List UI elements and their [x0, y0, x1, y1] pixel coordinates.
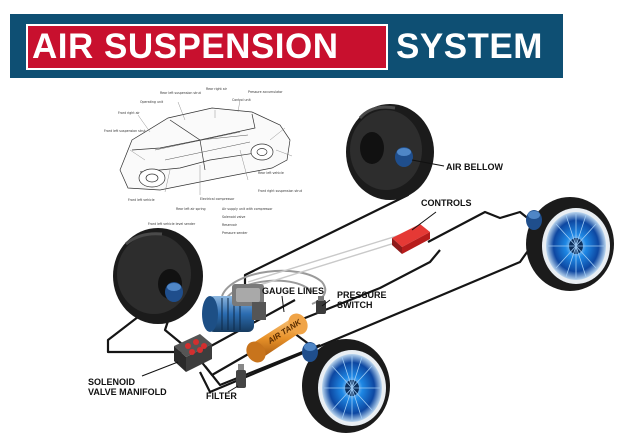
svg-text:Rear left air spring: Rear left air spring [176, 207, 206, 211]
car-callout-text: Rear right air Pressure accumulator Rear… [104, 87, 303, 235]
front-left-wheel [113, 228, 203, 324]
rear-right-wheel [526, 197, 614, 291]
rear-right-air-bellow [526, 210, 542, 230]
svg-text:Air supply unit with compresso: Air supply unit with compressor [222, 207, 273, 211]
svg-text:Front right suspension strut: Front right suspension strut [258, 189, 303, 193]
svg-text:Front left vehicle level sende: Front left vehicle level sender [148, 222, 196, 226]
svg-text:Pressure accumulator: Pressure accumulator [248, 90, 283, 94]
label-leader-lines [141, 159, 445, 393]
switch-label: SWITCH [337, 300, 373, 310]
air-bellow-label: AIR BELLOW [446, 162, 503, 172]
electrical-wires [247, 234, 401, 289]
title-part-2: SYSTEM [396, 27, 543, 66]
solenoid-valve-manifold [174, 334, 212, 372]
pressure-switch [316, 296, 326, 314]
title-banner: AIR SUSPENSION SYSTEM [10, 14, 563, 78]
title-highlight-box [26, 24, 388, 70]
svg-text:Rear left vehicle: Rear left vehicle [258, 171, 284, 175]
svg-text:Control unit: Control unit [232, 98, 251, 102]
filter [236, 364, 246, 388]
controls-module [392, 224, 430, 254]
svg-text:Front left vehicle: Front left vehicle [128, 198, 155, 202]
svg-text:Front right air: Front right air [118, 111, 140, 115]
valve-manifold-label: VALVE MANIFOLD [88, 387, 167, 397]
svg-text:Reservoir: Reservoir [222, 223, 238, 227]
svg-text:Electrical compressor: Electrical compressor [200, 197, 235, 201]
svg-text:Rear left suspension strut: Rear left suspension strut [160, 91, 202, 95]
svg-text:Pressure sender: Pressure sender [222, 231, 248, 235]
front-right-air-bellow [302, 342, 318, 362]
compressor [202, 284, 266, 332]
front-left-air-bellow [165, 282, 183, 302]
title-part-1: AIR SUSPENSION [32, 27, 339, 66]
svg-text:Operating unit: Operating unit [140, 100, 164, 104]
svg-text:Rear right air: Rear right air [206, 87, 228, 91]
controls-label: CONTROLS [421, 198, 472, 208]
car-line-drawing [119, 99, 293, 195]
air-bellow [395, 147, 413, 167]
svg-text:Front left suspension strut: Front left suspension strut [104, 129, 146, 133]
pressure-label: PRESSURE [337, 290, 387, 300]
filter-label: FILTER [206, 391, 237, 401]
rear-left-wheel [346, 104, 434, 200]
gauge-lines-label: GAUGE LINES [262, 286, 324, 296]
front-right-wheel [302, 339, 390, 433]
svg-text:Solenoid valve: Solenoid valve [222, 215, 245, 219]
solenoid-label: SOLENOID [88, 377, 136, 387]
